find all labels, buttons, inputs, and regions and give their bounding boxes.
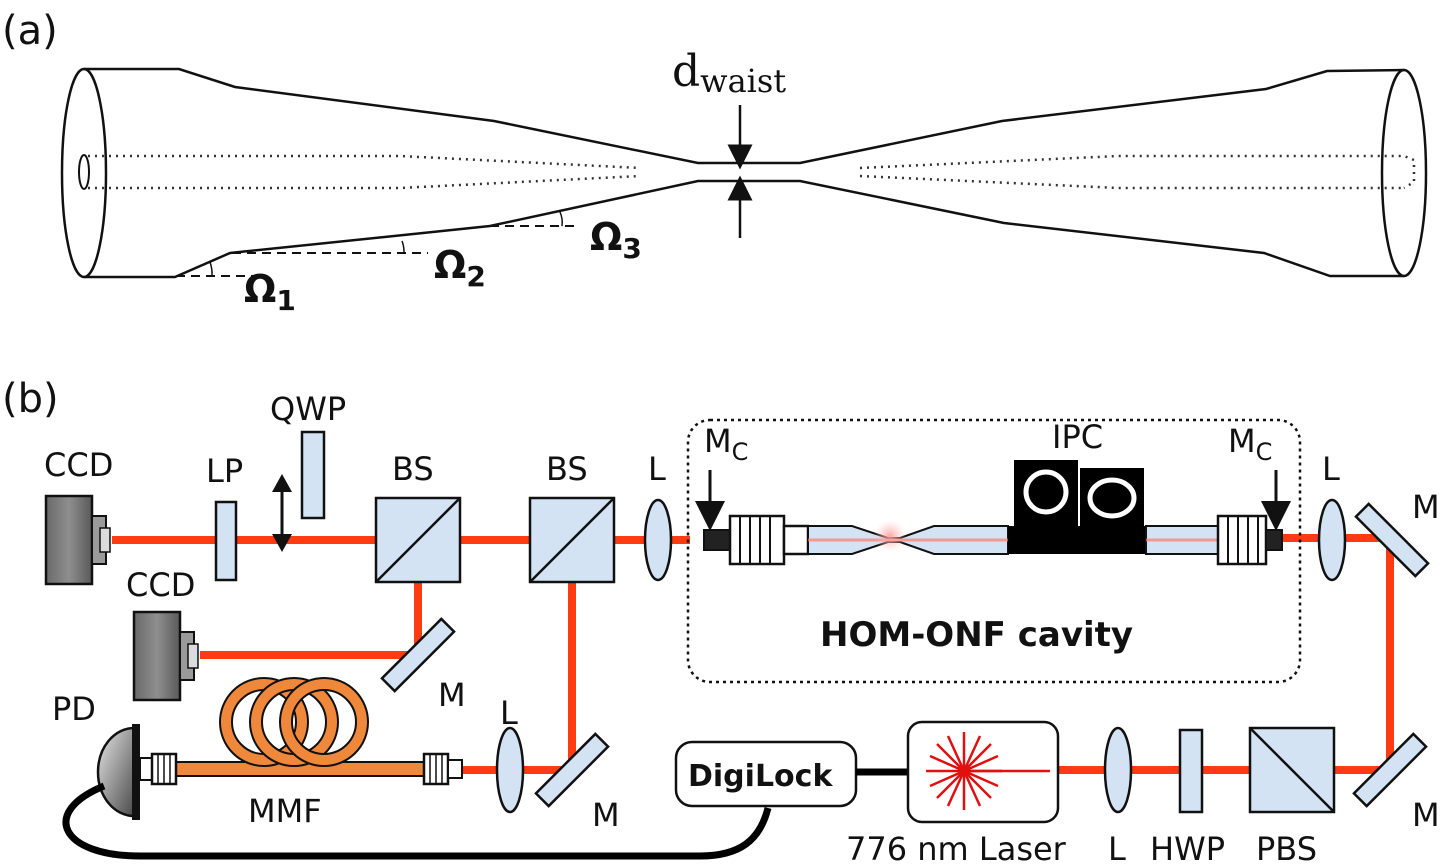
core-outline-right-bottom xyxy=(859,174,1404,190)
mirror-fiber-label: M xyxy=(592,796,620,834)
lens-bottom-mid-label: L xyxy=(500,694,518,732)
panel-b: (b) CCD CCD LP QWP xyxy=(2,376,1440,867)
angle-arc-3 xyxy=(559,211,563,227)
beam-splitter-right xyxy=(528,496,616,584)
right-fiber-connector xyxy=(1216,514,1283,566)
laser-source xyxy=(906,720,1060,824)
lens-bottom-right xyxy=(1103,726,1133,814)
left-core-end xyxy=(78,154,90,190)
cavity-mirror-right-label: MC xyxy=(1228,422,1272,466)
cavity-label: HOM-ONF cavity xyxy=(820,615,1133,655)
cavity-mirror-left-label: MC xyxy=(704,422,748,466)
fiber-bottom-outline xyxy=(84,179,1404,279)
omega-1-label: Ω1 xyxy=(244,267,296,317)
ccd-camera-top xyxy=(44,494,111,586)
ccd-bottom-label: CCD xyxy=(126,566,195,604)
polarizing-beam-splitter xyxy=(1248,726,1336,814)
half-wave-plate xyxy=(1178,728,1204,814)
mirror-top-right-label: M xyxy=(1412,488,1440,526)
hom-onf-cavity: IPC MC MC HOM-ONF cavity xyxy=(686,418,1302,684)
bs-left-label: BS xyxy=(392,450,434,488)
laser-label: 776 nm Laser xyxy=(846,830,1067,867)
angle-arc-1 xyxy=(209,261,213,277)
mirror-top-right xyxy=(1354,502,1430,578)
panel-a: (a) dwaist xyxy=(2,8,1428,317)
lens-top-right-label: L xyxy=(1322,450,1340,488)
signal-cable xyxy=(62,782,772,860)
core-outline-bottom xyxy=(88,174,641,190)
left-fiber-end xyxy=(60,67,108,279)
mirror-to-fiber xyxy=(534,732,610,808)
ipc-paddle-2-icon xyxy=(1087,477,1137,519)
lens-bottom-right-label: L xyxy=(1108,830,1126,867)
photodiode xyxy=(96,724,140,820)
inline-polarization-controller xyxy=(1008,460,1146,554)
mmf-label: MMF xyxy=(248,792,322,830)
lens-top-left xyxy=(643,498,673,582)
ccd-camera-bottom xyxy=(132,610,199,702)
panel-a-label: (a) xyxy=(2,8,58,54)
core-outline-right-top xyxy=(859,154,1416,190)
linear-polarizer xyxy=(214,500,238,582)
lens-top-right xyxy=(1317,498,1347,582)
pd-label: PD xyxy=(52,690,96,728)
left-fiber-connector xyxy=(703,514,810,566)
waist-label: dwaist xyxy=(672,46,786,100)
omega-3-label: Ω3 xyxy=(590,215,642,265)
multimode-fiber xyxy=(139,677,463,786)
ipc-paddle-1-icon xyxy=(1023,469,1069,515)
right-fiber-end xyxy=(1380,68,1428,278)
laser-starburst-icon xyxy=(926,732,1050,810)
mirror-bottom-right-label: M xyxy=(1412,796,1440,834)
mirror-bottom-right xyxy=(1352,732,1428,808)
core-outline-top xyxy=(88,154,641,170)
pbs-label: PBS xyxy=(1256,830,1317,867)
evanescent-glow xyxy=(874,520,906,552)
beam-splitter-left xyxy=(374,496,462,584)
angle-arc-2 xyxy=(401,240,405,254)
lp-label: LP xyxy=(206,452,243,490)
bs-right-label: BS xyxy=(546,450,588,488)
tapered-fiber: dwaist Ω1 Ω2 Ω3 xyxy=(60,46,1428,317)
quarter-wave-plate xyxy=(300,430,326,520)
ipc-label: IPC xyxy=(1052,418,1103,456)
qwp-move-arrow-icon xyxy=(272,474,292,552)
digilock-label: DigiLock xyxy=(688,759,833,794)
mirror-ccd-label: M xyxy=(438,676,466,714)
nanofiber xyxy=(807,520,1009,555)
omega-2-label: Ω2 xyxy=(434,243,486,293)
lens-bottom-mid xyxy=(495,726,525,814)
qwp-label: QWP xyxy=(270,390,346,428)
panel-b-label: (b) xyxy=(2,376,59,422)
ccd-top-label: CCD xyxy=(44,446,113,484)
hwp-label: HWP xyxy=(1150,830,1225,867)
lens-top-left-label: L xyxy=(648,450,666,488)
mirror-to-ccd xyxy=(380,617,456,693)
